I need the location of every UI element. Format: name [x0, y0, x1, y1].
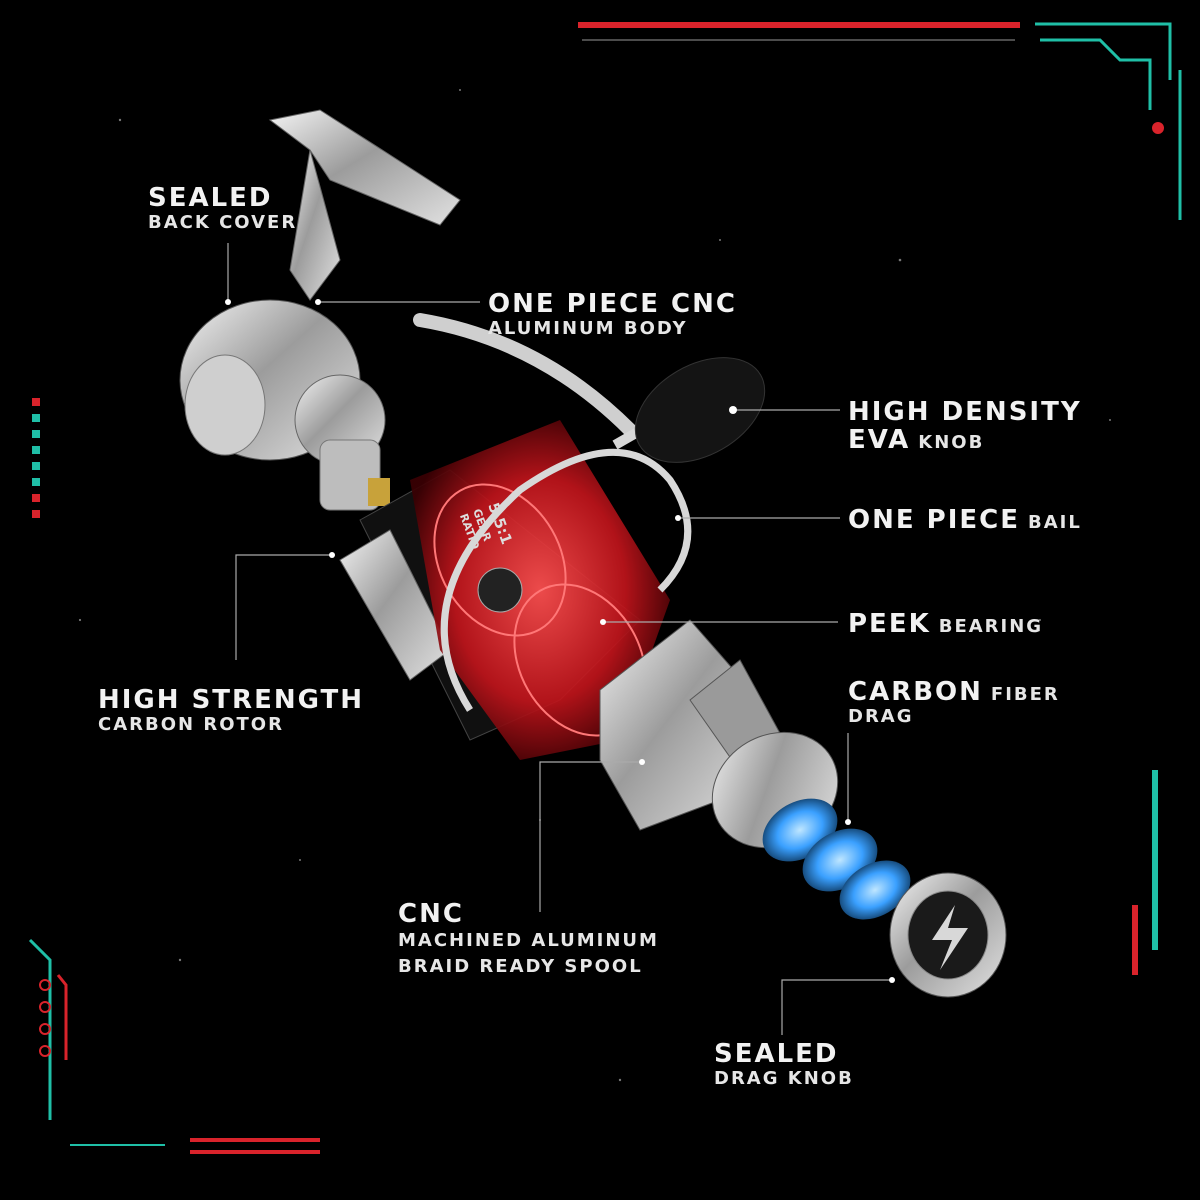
label-title: ONE PIECE: [848, 505, 1021, 535]
label-title: SEALED: [714, 1039, 839, 1069]
label-title: ONE PIECE CNC: [488, 289, 737, 319]
label-title: SEALED: [148, 183, 273, 213]
label-sub: CARBON ROTOR: [98, 714, 284, 735]
label-sub: ALUMINUM BODY: [488, 318, 688, 339]
hud-right-bars: [1132, 770, 1158, 975]
label-sub-2: BRAID READY SPOOL: [398, 956, 643, 977]
callout-lines: [225, 243, 895, 1035]
label-title: PEEK: [848, 609, 931, 639]
label-sub-1: MACHINED ALUMINUM: [398, 930, 659, 951]
reel-body: [179, 299, 390, 511]
label-one-piece-bail: ONE PIECE BAIL: [848, 506, 1082, 534]
label-sub-small: KNOB: [918, 432, 985, 453]
label-sub: BACK COVER: [148, 212, 298, 233]
hud-bottom-left-frame: [28, 938, 165, 1146]
label-high-density-eva-knob: HIGH DENSITY EVA KNOB: [848, 398, 1082, 454]
reel-drag-blue: [762, 798, 911, 920]
label-sealed-drag-knob: SEALED DRAG KNOB: [714, 1040, 854, 1090]
hud-left-ticks: [32, 398, 40, 518]
label-carbon-fiber-drag: CARBON FIBER DRAG: [848, 678, 1060, 728]
label-sub: DRAG KNOB: [714, 1068, 854, 1089]
label-sealed-back-cover: SEALED BACK COVER: [148, 184, 297, 234]
hud-top-ruler: [578, 22, 1020, 41]
label-peek-bearing: PEEK BEARING: [848, 610, 1043, 638]
label-cnc-spool: CNC MACHINED ALUMINUM BRAID READY SPOOL: [398, 900, 659, 978]
reel-handle-arm: [268, 109, 637, 437]
label-title: HIGH DENSITY: [848, 397, 1082, 427]
label-sub-main: EVA: [848, 425, 911, 455]
label-title-small: BAIL: [1028, 512, 1082, 533]
label-title-small: BEARING: [938, 616, 1044, 637]
label-title: CNC: [398, 899, 464, 929]
hud-indicator-dot: [1152, 122, 1164, 134]
label-title: HIGH STRENGTH: [98, 685, 364, 715]
hud-top-right-frame: [1035, 22, 1182, 220]
label-high-strength-carbon-rotor: HIGH STRENGTH CARBON ROTOR: [98, 686, 364, 736]
reel-knob: [612, 357, 766, 463]
label-title: CARBON: [848, 677, 983, 707]
reel-bail: [440, 448, 692, 712]
label-title-small: FIBER: [990, 684, 1060, 705]
reel-drag-knob: [889, 872, 1007, 998]
label-sub: DRAG: [848, 706, 914, 727]
label-one-piece-cnc-body: ONE PIECE CNC ALUMINUM BODY: [488, 290, 737, 340]
hud-bottom-dots: [190, 1138, 320, 1154]
